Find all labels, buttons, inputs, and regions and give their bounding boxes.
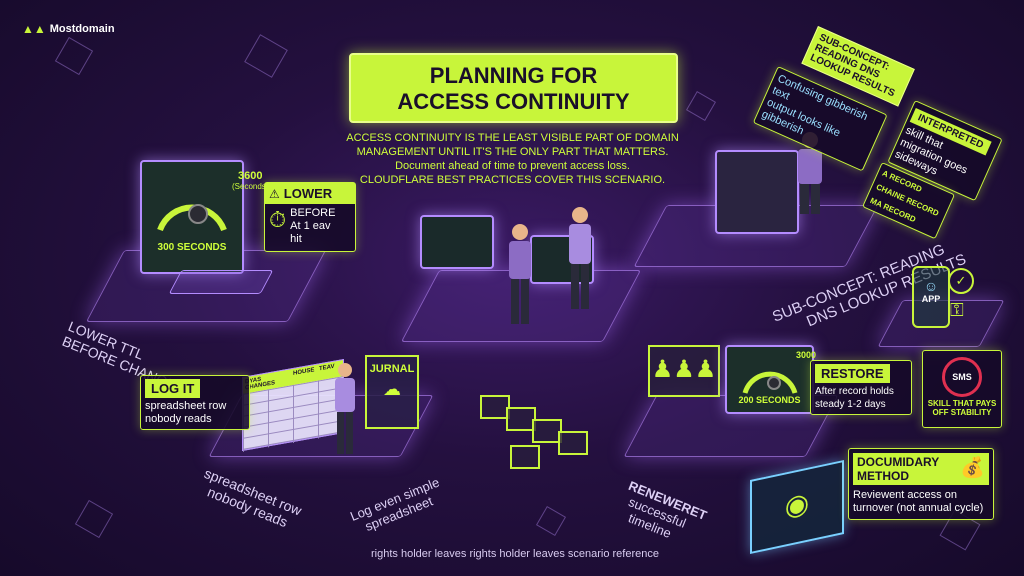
person-presenting-icon (569, 207, 591, 309)
documentary-line-1: Reviewent access on (853, 489, 957, 501)
ttl-monitor: 300 SECONDS (140, 160, 244, 274)
decorative-hexagon (54, 36, 94, 76)
restore-line-1: After record holds (815, 386, 894, 397)
envelope-icon (558, 431, 588, 455)
documentary-method-panel: DOCUMIDARY METHOD 💰 Reviewent access on … (848, 448, 994, 520)
world-map-screen: ◉ (750, 460, 844, 554)
brand-mark-icon: ▲▲ (22, 22, 46, 36)
decorative-hexagon (74, 499, 114, 539)
journal-board: JURNAL ☁ (365, 355, 419, 429)
restore-gauge-value: 200 SECONDS (738, 395, 801, 405)
person-writing-icon (335, 363, 355, 454)
intro-line-4: CLOUDFLARE BEST PRACTICES COVER THIS SCE… (359, 174, 666, 186)
ttl-gauge-max-value: 3600 (237, 170, 263, 182)
lower-badge: ⚠ LOWER ⏱ BEFORE At 1 eav hit (264, 182, 356, 252)
envelope-icon (510, 445, 540, 469)
skill-stability-line-1: SKILL THAT PAYS (927, 399, 997, 408)
lower-badge-line-3: hit (290, 233, 302, 245)
intro-line-2: MANAGEMENT UNTIL IT'S THE ONLY PART THAT… (356, 146, 669, 158)
dns-monitor (715, 150, 799, 234)
ttl-gauge-max: 3600 (Seconds) (232, 170, 268, 191)
center-monitor-left (420, 215, 494, 269)
log-it-tag: LOG IT (145, 379, 201, 398)
log-it-line-1: spreadsheet row (145, 400, 227, 412)
app-label: APP (921, 294, 941, 304)
money-bag-icon: 💰 (960, 457, 985, 479)
restore-line-2: steady 1-2 days (815, 399, 886, 410)
person-standing-icon (509, 224, 531, 324)
phone-app: ☺ APP (912, 266, 950, 328)
documentary-tag-line-2: METHOD (857, 469, 909, 483)
ttl-gauge-value: 300 SECONDS (157, 242, 227, 253)
warning-icon: ⚠ (269, 186, 280, 201)
lower-badge-title: LOWER (283, 186, 333, 201)
team-board: ♟♟♟ (648, 345, 720, 397)
log-it-line-2: nobody reads (145, 413, 212, 425)
stopwatch-icon: ⏱ (269, 207, 287, 232)
log-floor-label-right: Log even simple spreadsheet (348, 475, 447, 538)
brand-name: Mostdomain (49, 23, 115, 35)
journal-label: JURNAL (369, 363, 415, 375)
page-title: PLANNING FOR ACCESS CONTINUITY (349, 53, 678, 123)
intro-line-3: Document ahead of time to prevent access… (395, 160, 630, 172)
restore-tag: RESTORE (815, 364, 890, 383)
intro-line-1: ACCESS CONTINUITY IS THE LEAST VISIBLE P… (346, 132, 679, 144)
key-icon: ⚿ (950, 300, 964, 320)
user-icon: ☺ (923, 278, 939, 294)
documentary-tag-line-1: DOCUMIDARY (857, 455, 940, 469)
restore-panel: RESTORE After record holds steady 1-2 da… (810, 360, 912, 415)
footer-text: rights holder leaves rights holder leave… (371, 548, 659, 560)
sms-label: SMS (952, 372, 972, 382)
log-it-panel: LOG IT spreadsheet row nobody reads (140, 375, 250, 430)
documentary-line-2: turnover (not annual cycle) (853, 502, 984, 514)
team-icon: ♟♟♟ (651, 356, 717, 383)
decorative-hexagon (535, 505, 567, 537)
skill-stability-line-2: OFF STABILITY (932, 408, 992, 417)
intro-text: ACCESS CONTINUITY IS THE LEAST VISIBLE P… (340, 131, 685, 187)
globe-icon: ◉ (784, 486, 810, 523)
ttl-gauge-max-unit: (Seconds) (232, 182, 269, 191)
ttl-gauge-icon (157, 204, 227, 232)
decorative-hexagon (244, 34, 288, 78)
renew-floor-label: RENEWERET successful timeline (615, 478, 709, 551)
lower-badge-line-2: At 1 eav (290, 220, 331, 232)
sms-blocked-icon: SMS (942, 357, 982, 397)
title-line-1: PLANNING FOR (429, 63, 598, 88)
ttl-keyboard (168, 270, 274, 294)
skill-stability-panel: SMS SKILL THAT PAYS OFF STABILITY (922, 350, 1002, 428)
log-floor-label-left: spreadsheet row nobody reads (196, 465, 304, 533)
lower-badge-line-1: BEFORE (290, 207, 336, 219)
restore-gauge-icon (742, 371, 798, 394)
restore-gauge-max: 3000 (796, 350, 817, 360)
journal-chart-icon: ☁ (383, 379, 401, 399)
checkmark-icon: ✓ (948, 268, 974, 294)
decorative-hexagon (685, 90, 717, 122)
title-line-2: ACCESS CONTINUITY (397, 89, 630, 114)
brand-logo: ▲▲ Mostdomain (22, 22, 115, 36)
